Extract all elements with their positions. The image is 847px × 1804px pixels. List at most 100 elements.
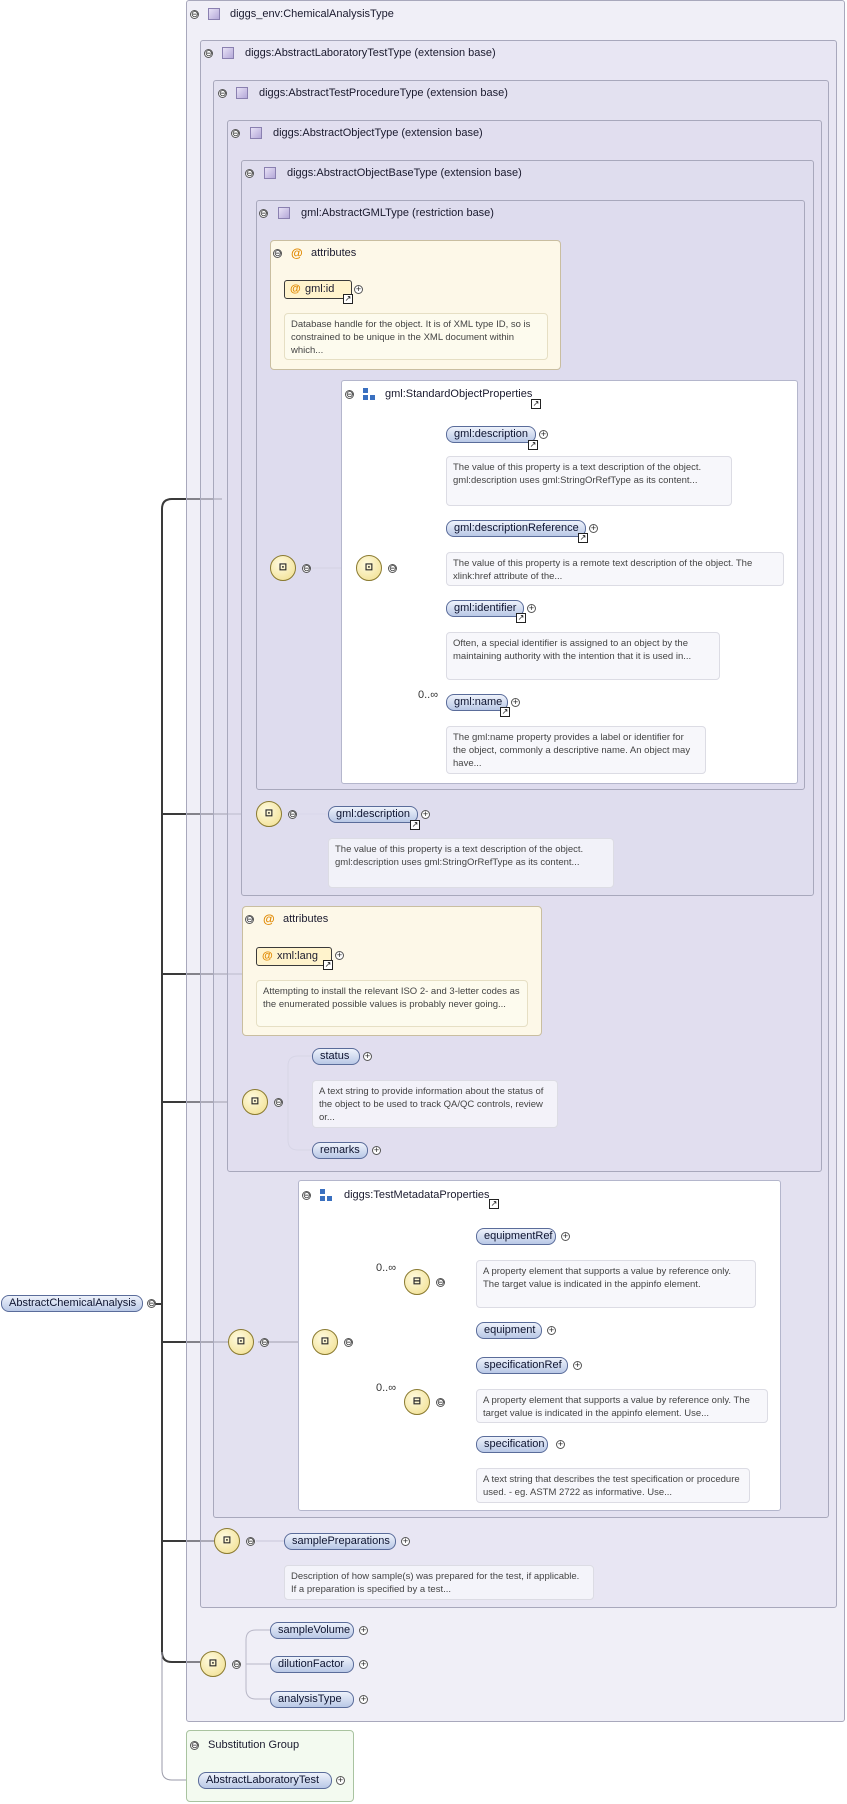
attribute-xml-lang-doc: Attempting to install the relevant ISO 2… [256,980,528,1027]
occurrence-label: 0..∞ [418,689,439,701]
element-equipment-ref[interactable]: equipmentRef [476,1228,556,1245]
complex-type-icon [264,167,276,179]
complex-type-icon [236,87,248,99]
collapse-icon[interactable]: ⊖ [345,389,354,399]
element-gml-identifier[interactable]: gml:identifier [446,600,524,617]
collapse-icon[interactable]: ⊖ [436,1397,445,1407]
element-label: equipment [484,1324,536,1336]
sequence-compositor-icon: ⊡ [356,555,382,581]
element-status[interactable]: status [312,1048,360,1065]
collapse-icon[interactable]: ⊖ [245,914,254,924]
expand-icon[interactable]: + [589,523,598,533]
reference-icon[interactable]: ↗ [528,440,538,450]
expand-icon[interactable]: + [336,1775,345,1785]
element-sample-volume[interactable]: sampleVolume [270,1622,354,1639]
collapse-icon[interactable]: ⊖ [245,168,254,178]
element-label: AbstractLaboratoryTest [206,1774,320,1786]
element-sample-preparations-doc: Description of how sample(s) was prepare… [284,1565,594,1600]
element-gml-description-reference[interactable]: gml:descriptionReference [446,520,586,537]
expand-icon[interactable]: + [359,1694,368,1704]
choice-compositor-icon: ⊟ [404,1269,430,1295]
expand-icon[interactable]: + [511,697,520,707]
expand-icon[interactable]: + [539,429,548,439]
attribute-xml-lang-label: xml:lang [277,950,318,962]
expand-icon[interactable]: + [363,1051,372,1061]
reference-icon[interactable]: ↗ [500,707,510,717]
collapse-icon[interactable]: ⊖ [288,809,297,819]
reference-icon[interactable]: ↗ [578,533,588,543]
reference-icon[interactable]: ↗ [516,613,526,623]
expand-icon[interactable]: + [421,809,430,819]
expand-icon[interactable]: + [335,950,344,960]
element-gml-description-2[interactable]: gml:description [328,806,418,823]
element-label: equipmentRef [484,1230,553,1242]
occurrence-label: 0..∞ [376,1382,397,1394]
expand-icon[interactable]: + [354,284,363,294]
collapse-icon[interactable]: ⊖ [190,1740,199,1750]
attribute-gml-id-label: gml:id [305,283,335,295]
element-equipment[interactable]: equipment [476,1322,542,1339]
element-specification-doc: A text string that describes the test sp… [476,1468,750,1503]
collapse-icon[interactable]: ⊖ [260,1337,269,1347]
reference-icon[interactable]: ↗ [489,1199,499,1209]
element-analysis-type[interactable]: analysisType [270,1691,354,1708]
element-specification-ref-doc: A property element that supports a value… [476,1389,768,1423]
collapse-icon[interactable]: ⊖ [388,563,397,573]
expand-icon[interactable]: + [573,1360,582,1370]
collapse-icon[interactable]: ⊖ [274,1097,283,1107]
element-label: gml:description [336,808,410,820]
collapse-icon[interactable]: ⊖ [436,1277,445,1287]
collapse-icon[interactable]: ⊖ [231,128,240,138]
reference-icon[interactable]: ↗ [531,399,541,409]
sequence-compositor-icon: ⊡ [200,1651,226,1677]
element-label: dilutionFactor [278,1658,345,1670]
sequence-compositor-icon: ⊡ [242,1089,268,1115]
element-label: gml:description [454,428,528,440]
root-collapse-icon[interactable]: ⊖ [147,1298,156,1308]
attribute-xml-lang[interactable]: @ xml:lang [256,947,332,966]
type-label-root: diggs_env:ChemicalAnalysisType [230,8,394,20]
element-gml-description-reference-doc: The value of this property is a remote t… [446,552,784,586]
expand-icon[interactable]: + [359,1659,368,1669]
collapse-icon[interactable]: ⊖ [259,208,268,218]
expand-icon[interactable]: + [547,1325,556,1335]
collapse-icon[interactable]: ⊖ [218,88,227,98]
attribute-icon: @ [263,912,275,926]
collapse-icon[interactable]: ⊖ [302,563,311,573]
attributes-title: attributes [311,247,357,259]
attribute-icon: @ [290,283,301,295]
collapse-icon[interactable]: ⊖ [204,48,213,58]
collapse-icon[interactable]: ⊖ [344,1337,353,1347]
attribute-icon: @ [291,246,303,260]
sequence-compositor-icon: ⊡ [270,555,296,581]
element-sample-preparations[interactable]: samplePreparations [284,1533,396,1550]
element-dilution-factor[interactable]: dilutionFactor [270,1656,354,1673]
element-label: status [320,1050,350,1062]
expand-icon[interactable]: + [527,603,536,613]
attribute-gml-id[interactable]: @ gml:id [284,280,352,299]
element-gml-name[interactable]: gml:name [446,694,508,711]
element-abstract-laboratory-test[interactable]: AbstractLaboratoryTest [198,1772,332,1789]
root-element-label: AbstractChemicalAnalysis [9,1297,137,1309]
expand-icon[interactable]: + [556,1439,565,1449]
expand-icon[interactable]: + [372,1145,381,1155]
reference-icon[interactable]: ↗ [410,820,420,830]
collapse-icon[interactable]: ⊖ [190,9,199,19]
collapse-icon[interactable]: ⊖ [246,1536,255,1546]
root-element[interactable]: AbstractChemicalAnalysis [1,1295,143,1312]
element-specification-ref[interactable]: specificationRef [476,1357,568,1374]
element-label: sampleVolume [278,1624,351,1636]
element-gml-description[interactable]: gml:description [446,426,536,443]
expand-icon[interactable]: + [561,1231,570,1241]
collapse-icon[interactable]: ⊖ [302,1190,311,1200]
element-specification[interactable]: specification [476,1436,548,1453]
element-gml-description-2-doc: The value of this property is a text des… [328,838,614,888]
element-status-doc: A text string to provide information abo… [312,1080,558,1128]
expand-icon[interactable]: + [401,1536,410,1546]
expand-icon[interactable]: + [359,1625,368,1635]
element-remarks[interactable]: remarks [312,1142,368,1159]
collapse-icon[interactable]: ⊖ [232,1659,241,1669]
reference-icon[interactable]: ↗ [323,960,333,970]
collapse-icon[interactable]: ⊖ [273,248,282,258]
reference-icon[interactable]: ↗ [343,294,353,304]
